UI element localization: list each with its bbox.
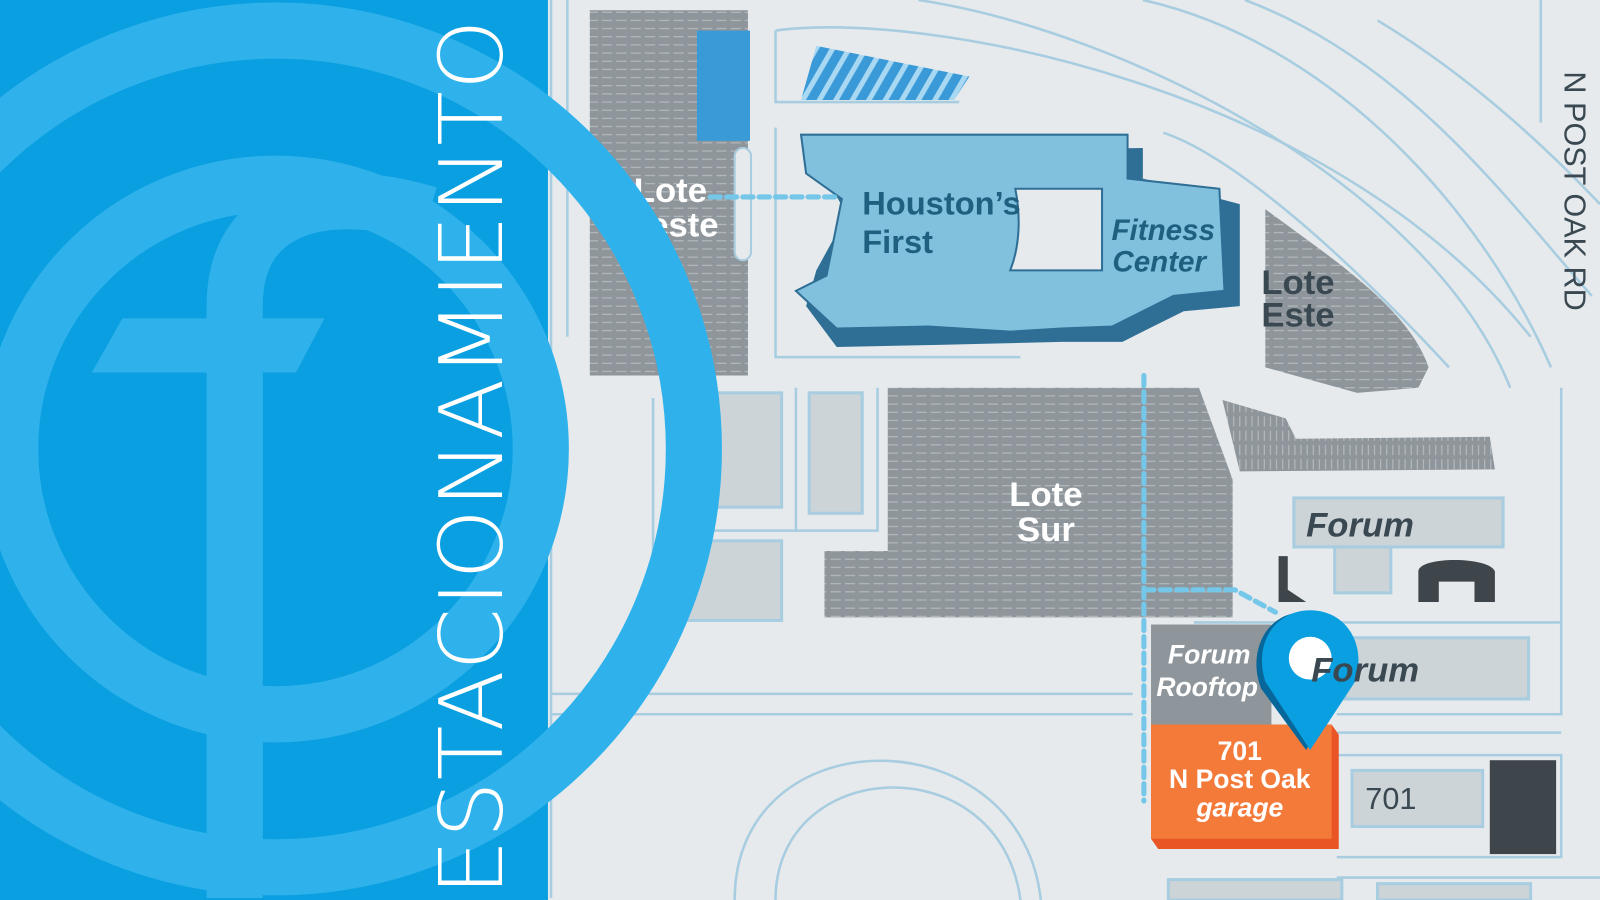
garage-label-1: 701 [1218,736,1262,766]
lot-sur-label-2: Sur [1017,511,1075,549]
location-pin-icon[interactable] [1256,610,1359,750]
forum-rooftop-block [1151,624,1272,725]
houstons-first-building [794,133,1240,347]
building-701-label: 701 [1365,782,1416,816]
forum-label-bottom: Forum [1311,652,1419,690]
lot-oeste-reserved-area [696,30,750,141]
logo-cross [91,318,325,373]
forum-rooftop-label-1: Forum [1168,639,1251,669]
houstons-first-label-1: Houston’s [862,184,1020,221]
garage-label-2: N Post Oak [1169,764,1311,794]
lot-sur-label-1: Lote [1009,476,1082,514]
lot-este-label-2: Este [1261,297,1334,335]
logo-watermark [0,2,722,898]
fitness-center-label-1: Fitness [1111,214,1215,247]
garage-label-3: garage [1195,792,1283,822]
lot-este-area [1265,209,1429,393]
fitness-center-label-2: Center [1112,245,1207,278]
median [733,146,753,262]
houstons-first-label-2: First [862,223,933,260]
lot-sur-area [824,387,1233,618]
page-title: ESTACIONAMIENTO [421,18,523,896]
street-label: N POST OAK RD [1557,71,1591,310]
lot-este-label-1: Lote [1261,264,1334,302]
roads [549,0,1600,900]
side-panel: ESTACIONAMIENTO [0,0,722,900]
lot-east-strip [1222,400,1495,472]
walking-paths [707,194,1279,804]
dark-garage [1489,760,1557,855]
forum-corner [1278,556,1307,603]
reserved-striped-lot [801,45,970,100]
forum-arch [1418,559,1495,603]
forum-rooftop-label-2: Rooftop [1156,672,1258,702]
forum-label-top: Forum [1306,507,1414,545]
